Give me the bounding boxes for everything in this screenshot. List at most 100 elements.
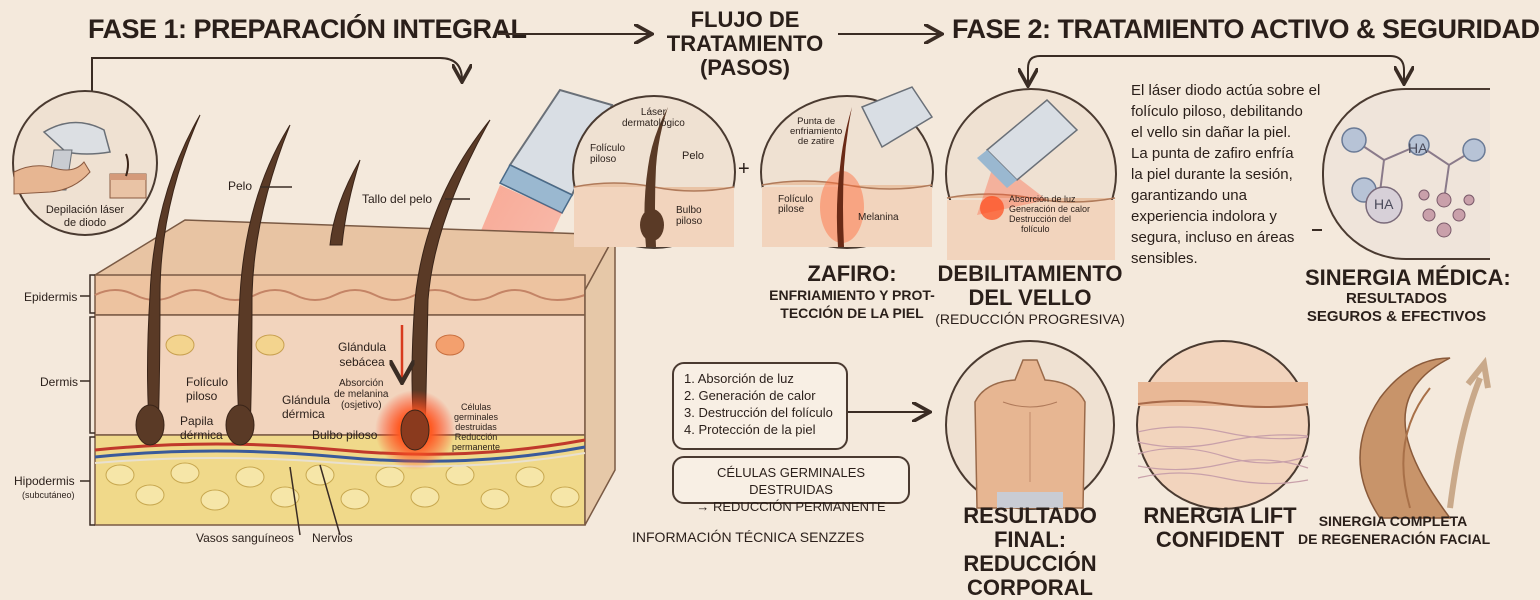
label-subcutaneo: (subcutáneo) (22, 490, 75, 500)
label-tallo: Tallo del pelo (362, 192, 433, 206)
para-line-7: experiencia indolora y (1131, 208, 1277, 225)
info-tecnica: INFORMACIÓN TÉCNICA SENZZES (632, 529, 865, 545)
label-glandula-dermica-1: Glándula (282, 393, 331, 407)
label-c1-bulbo-1: Bulbo (676, 205, 702, 216)
fase2-heading: FASE 2: TRATAMIENTO ACTIVO & SEGURIDAD (952, 14, 1540, 44)
rnergia-block: RNERGIA LIFT CONFIDENT (1130, 504, 1310, 552)
label-foliculo-1: Folículo (186, 375, 229, 389)
plus-sign: + (738, 158, 750, 180)
label-hipodermis: Hipodermis (14, 474, 75, 488)
label-punta-3: de zatire (797, 136, 835, 147)
result-box-1: CÉLULAS GERMINALES DESTRUIDAS (716, 465, 866, 497)
debil-title-1: DEBILITAMIENTO (937, 261, 1123, 286)
ha-molecules-circle: HA HA (1322, 88, 1490, 260)
label-papila-1: Papila (180, 414, 214, 428)
rnergia-2: CONFIDENT (1155, 527, 1285, 552)
debil-sub: (REDUCCIÓN PROGRESIVA) (935, 311, 1125, 327)
c3-label-4: folículo (1021, 224, 1050, 234)
flujo-heading: FLUJO DE TRATAMIENTO (PASOS) (655, 8, 835, 80)
laser-caption-2: de diodo (63, 217, 107, 229)
para-line-5: la piel durante la sesión, (1131, 166, 1293, 183)
zafiro-sub-1: ENFRIAMIENTO Y PROT- (769, 287, 935, 303)
para-line-4: La punta de zafiro enfría (1131, 145, 1294, 162)
label-celulas-2: germinales (454, 412, 499, 422)
c3-label-1: Absorción de luz (1009, 194, 1076, 204)
para-line-2: folículo piloso, debilitando (1131, 103, 1303, 120)
zafiro-block: ZAFIRO: ENFRIAMIENTO Y PROT- TECCIÓN DE … (752, 262, 952, 322)
torso-illustration (974, 359, 1086, 509)
label-glandula-sebacea-1: Glándula (338, 340, 387, 354)
follicle-illustration (573, 107, 735, 247)
label-papila-2: dérmica (180, 428, 223, 442)
connector-arrows (91, 0, 1488, 551)
label-punta-1: Punta de (797, 116, 836, 127)
label-foliculo-2: piloso (186, 389, 218, 403)
flujo-line-2: TRATAMIENTO (666, 31, 824, 56)
skin-layers-illustration (1137, 382, 1309, 485)
result-box-2: → REDUCCIÓN PERMANENTE (696, 499, 886, 514)
debil-block: DEBILITAMIENTO DEL VELLO (REDUCCIÓN PROG… (930, 262, 1130, 328)
step-3: 3. Destrucción del folículo (684, 405, 833, 420)
label-laser-derm-2: dermatológico (622, 118, 685, 129)
label-celulas-3: destruidas (455, 422, 497, 432)
body-circle (945, 340, 1115, 510)
zafiro-title: ZAFIRO: (807, 261, 897, 286)
label-laser-derm-1: Láser (640, 107, 666, 118)
resultado-1: RESULTADO FINAL: (963, 503, 1097, 552)
label-dermis: Dermis (40, 375, 78, 389)
steps-box: 1. Absorción de luz 2. Generación de cal… (672, 362, 848, 450)
laser-device-circle: Depilación láser de diodo (12, 90, 158, 236)
label-nervios: Nervios (312, 531, 353, 545)
label-celulas-4: Reducción (454, 432, 498, 442)
label-celulas-5: permanente (452, 442, 501, 452)
fase1-heading: FASE 1: PREPARACIÓN INTEGRAL (88, 14, 527, 44)
fase2-bracket (1027, 55, 1404, 82)
sapphire-cooling-illustration (761, 86, 934, 247)
label-bulbo: Bulbo piloso (312, 428, 378, 442)
label-c1-foliculo-2: piloso (590, 154, 617, 165)
completa-2: DE REGENERACIÓN FACIAL (1298, 531, 1491, 547)
label-c2-foliculo-2: pilose (778, 204, 805, 215)
c3-labels: Absorción de luz Generación de calor Des… (1009, 194, 1090, 234)
label-absorcion-1: Absorción (339, 378, 384, 389)
fase2-paragraph: El láser diodo actúa sobre el folículo p… (1131, 80, 1331, 269)
result-box: CÉLULAS GERMINALES DESTRUIDAS → REDUCCIÓ… (672, 456, 910, 514)
zafiro-sub-2: TECCIÓN DE LA PIEL (780, 305, 924, 321)
step-4: 4. Protección de la piel (684, 422, 816, 437)
resultado-block: RESULTADO FINAL: REDUCCIÓN CORPORAL (930, 504, 1130, 600)
ha-label-2: HA (1374, 196, 1394, 212)
rnergia-1: RNERGIA LIFT (1143, 503, 1297, 528)
label-absorcion-3: (osjetivo) (340, 400, 382, 411)
skin-cross-section (80, 88, 617, 536)
sinergia-title: SINERGIA MÉDICA: (1305, 265, 1511, 290)
completa-1: SINERGIA COMPLETA (1318, 513, 1468, 529)
weakening-illustration (946, 98, 1116, 260)
flujo-line-3: (PASOS) (699, 55, 791, 80)
laser-caption: Depilación láser de diodo (14, 204, 156, 230)
label-punta-2: enfriamiento (790, 126, 843, 137)
label-vasos: Vasos sanguíneos (196, 531, 294, 545)
hair-swirl-illustration (1359, 356, 1491, 519)
laser-hand-illustration (13, 121, 147, 199)
label-c1-foliculo-1: Folículo (590, 143, 626, 154)
sinergia-block: SINERGIA MÉDICA: RESULTADOS SEGUROS & EF… (1305, 265, 1511, 326)
sinergia-sub-2: SEGUROS & EFECTIVOS (1306, 308, 1487, 325)
c3-label-3: Destrucción del (1009, 214, 1072, 224)
step-1: 1. Absorción de luz (684, 371, 794, 386)
hair-1 (147, 114, 201, 436)
label-absorcion-2: de melanina (334, 389, 389, 400)
molecules-illustration (1341, 127, 1486, 238)
completa-block: SINERGIA COMPLETA DE REGENERACIÓN FACIAL (1298, 512, 1491, 548)
label-c1-bulbo-2: piloso (676, 216, 703, 227)
fase1-bracket (91, 57, 462, 92)
para-line-1: El láser diodo actúa sobre el (1131, 82, 1321, 99)
